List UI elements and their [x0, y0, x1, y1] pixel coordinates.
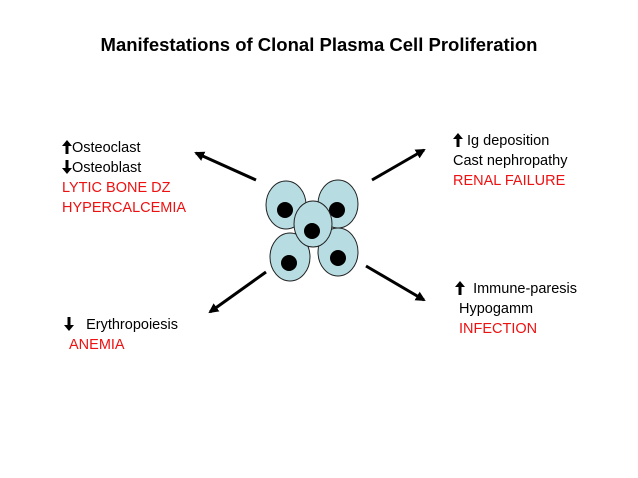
bone-increase-row: Osteoclast: [62, 138, 186, 158]
bone-increase-label: Osteoclast: [72, 140, 141, 156]
bone-decrease-label: Osteoblast: [72, 160, 142, 176]
arrow-to-kidney: [371, 148, 426, 182]
bone-consequence-lytic: LYTIC BONE DZ: [62, 180, 171, 196]
marrow-decrease-label: Erythropoiesis: [86, 317, 178, 333]
bone-consequence-hypercalcemia: HYPERCALCEMIA: [62, 200, 187, 216]
kidney-cast-nephropathy: Cast nephropathy: [453, 153, 568, 169]
kidney-effects: Ig deposition Cast nephropathy RENAL FAI…: [453, 131, 567, 191]
plasma-cell-center: [293, 200, 333, 248]
marrow-consequence: ANEMIA: [69, 337, 125, 353]
kidney-increase-label: Ig deposition: [467, 133, 550, 149]
up-arrow-icon: [455, 281, 465, 295]
down-arrow-icon: [62, 160, 72, 174]
up-arrow-icon: [453, 133, 463, 147]
marrow-effects: Erythropoiesis ANEMIA: [64, 315, 178, 355]
arrow-to-immune: [365, 264, 426, 302]
bone-decrease-row: Osteoblast: [62, 158, 186, 178]
arrow-to-bone: [194, 151, 257, 182]
immune-increase-row: Immune-paresis: [455, 279, 577, 299]
immune-hypogamm: Hypogamm: [459, 301, 534, 317]
arrow-to-marrow: [208, 270, 267, 314]
immune-consequence: INFECTION: [459, 321, 538, 337]
marrow-decrease-row: Erythropoiesis: [64, 315, 178, 335]
up-arrow-icon: [62, 140, 72, 154]
kidney-consequence: RENAL FAILURE: [453, 173, 566, 189]
plasma-cell-bottom-right: [317, 227, 359, 277]
immune-effects: Immune-paresis Hypogamm INFECTION: [455, 279, 577, 339]
kidney-increase-row: Ig deposition: [453, 131, 567, 151]
page-title: Manifestations of Clonal Plasma Cell Pro…: [100, 34, 538, 55]
bone-effects: Osteoclast Osteoblast LYTIC BONE DZ HYPE…: [62, 138, 186, 218]
immune-increase-label: Immune-paresis: [473, 281, 578, 297]
plasma-cell-bottom-left: [269, 232, 311, 282]
down-arrow-icon: [64, 317, 74, 331]
